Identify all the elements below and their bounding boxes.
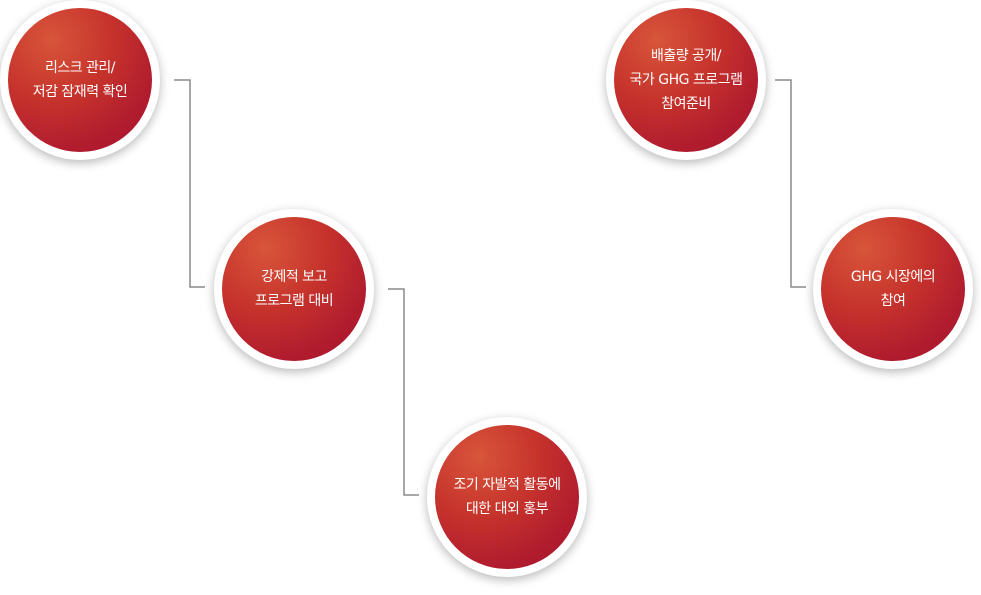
connector-mandatory-to-voluntary <box>388 288 419 496</box>
node-text-line: 강제적 보고 <box>261 269 327 285</box>
node-voluntary-pr-label: 조기 자발적 활동에 대한 대외 홍부 <box>435 425 579 569</box>
connector-risk-to-mandatory <box>174 79 205 288</box>
node-voluntary-pr: 조기 자발적 활동에 대한 대외 홍부 <box>427 417 587 577</box>
node-text-line: 리스크 관리/ <box>44 60 116 76</box>
node-ghg-market: GHG 시장에의 참여 <box>813 209 973 369</box>
node-text-line: 참여 <box>880 293 906 309</box>
node-mandatory-reporting-label: 강제적 보고 프로그램 대비 <box>222 217 366 361</box>
node-text-line: 참여준비 <box>661 96 711 112</box>
node-ghg-market-label: GHG 시장에의 참여 <box>821 217 965 361</box>
connector-disclosure-to-market <box>775 79 806 288</box>
node-text-line: 프로그램 대비 <box>254 293 334 309</box>
node-text-line: GHG 시장에의 <box>850 269 936 285</box>
node-emissions-disclosure-label: 배출량 공개/ 국가 GHG 프로그램 참여준비 <box>614 8 758 152</box>
node-risk-management-label: 리스크 관리/ 저감 잠재력 확인 <box>8 8 152 152</box>
node-text-line: 조기 자발적 활동에 <box>453 477 561 493</box>
node-text-line: 국가 GHG 프로그램 <box>629 72 743 88</box>
node-text-line: 대한 대외 홍부 <box>465 501 549 517</box>
node-emissions-disclosure: 배출량 공개/ 국가 GHG 프로그램 참여준비 <box>606 0 766 160</box>
node-risk-management: 리스크 관리/ 저감 잠재력 확인 <box>0 0 160 160</box>
node-mandatory-reporting: 강제적 보고 프로그램 대비 <box>214 209 374 369</box>
node-text-line: 저감 잠재력 확인 <box>32 84 128 100</box>
node-text-line: 배출량 공개/ <box>650 48 722 64</box>
